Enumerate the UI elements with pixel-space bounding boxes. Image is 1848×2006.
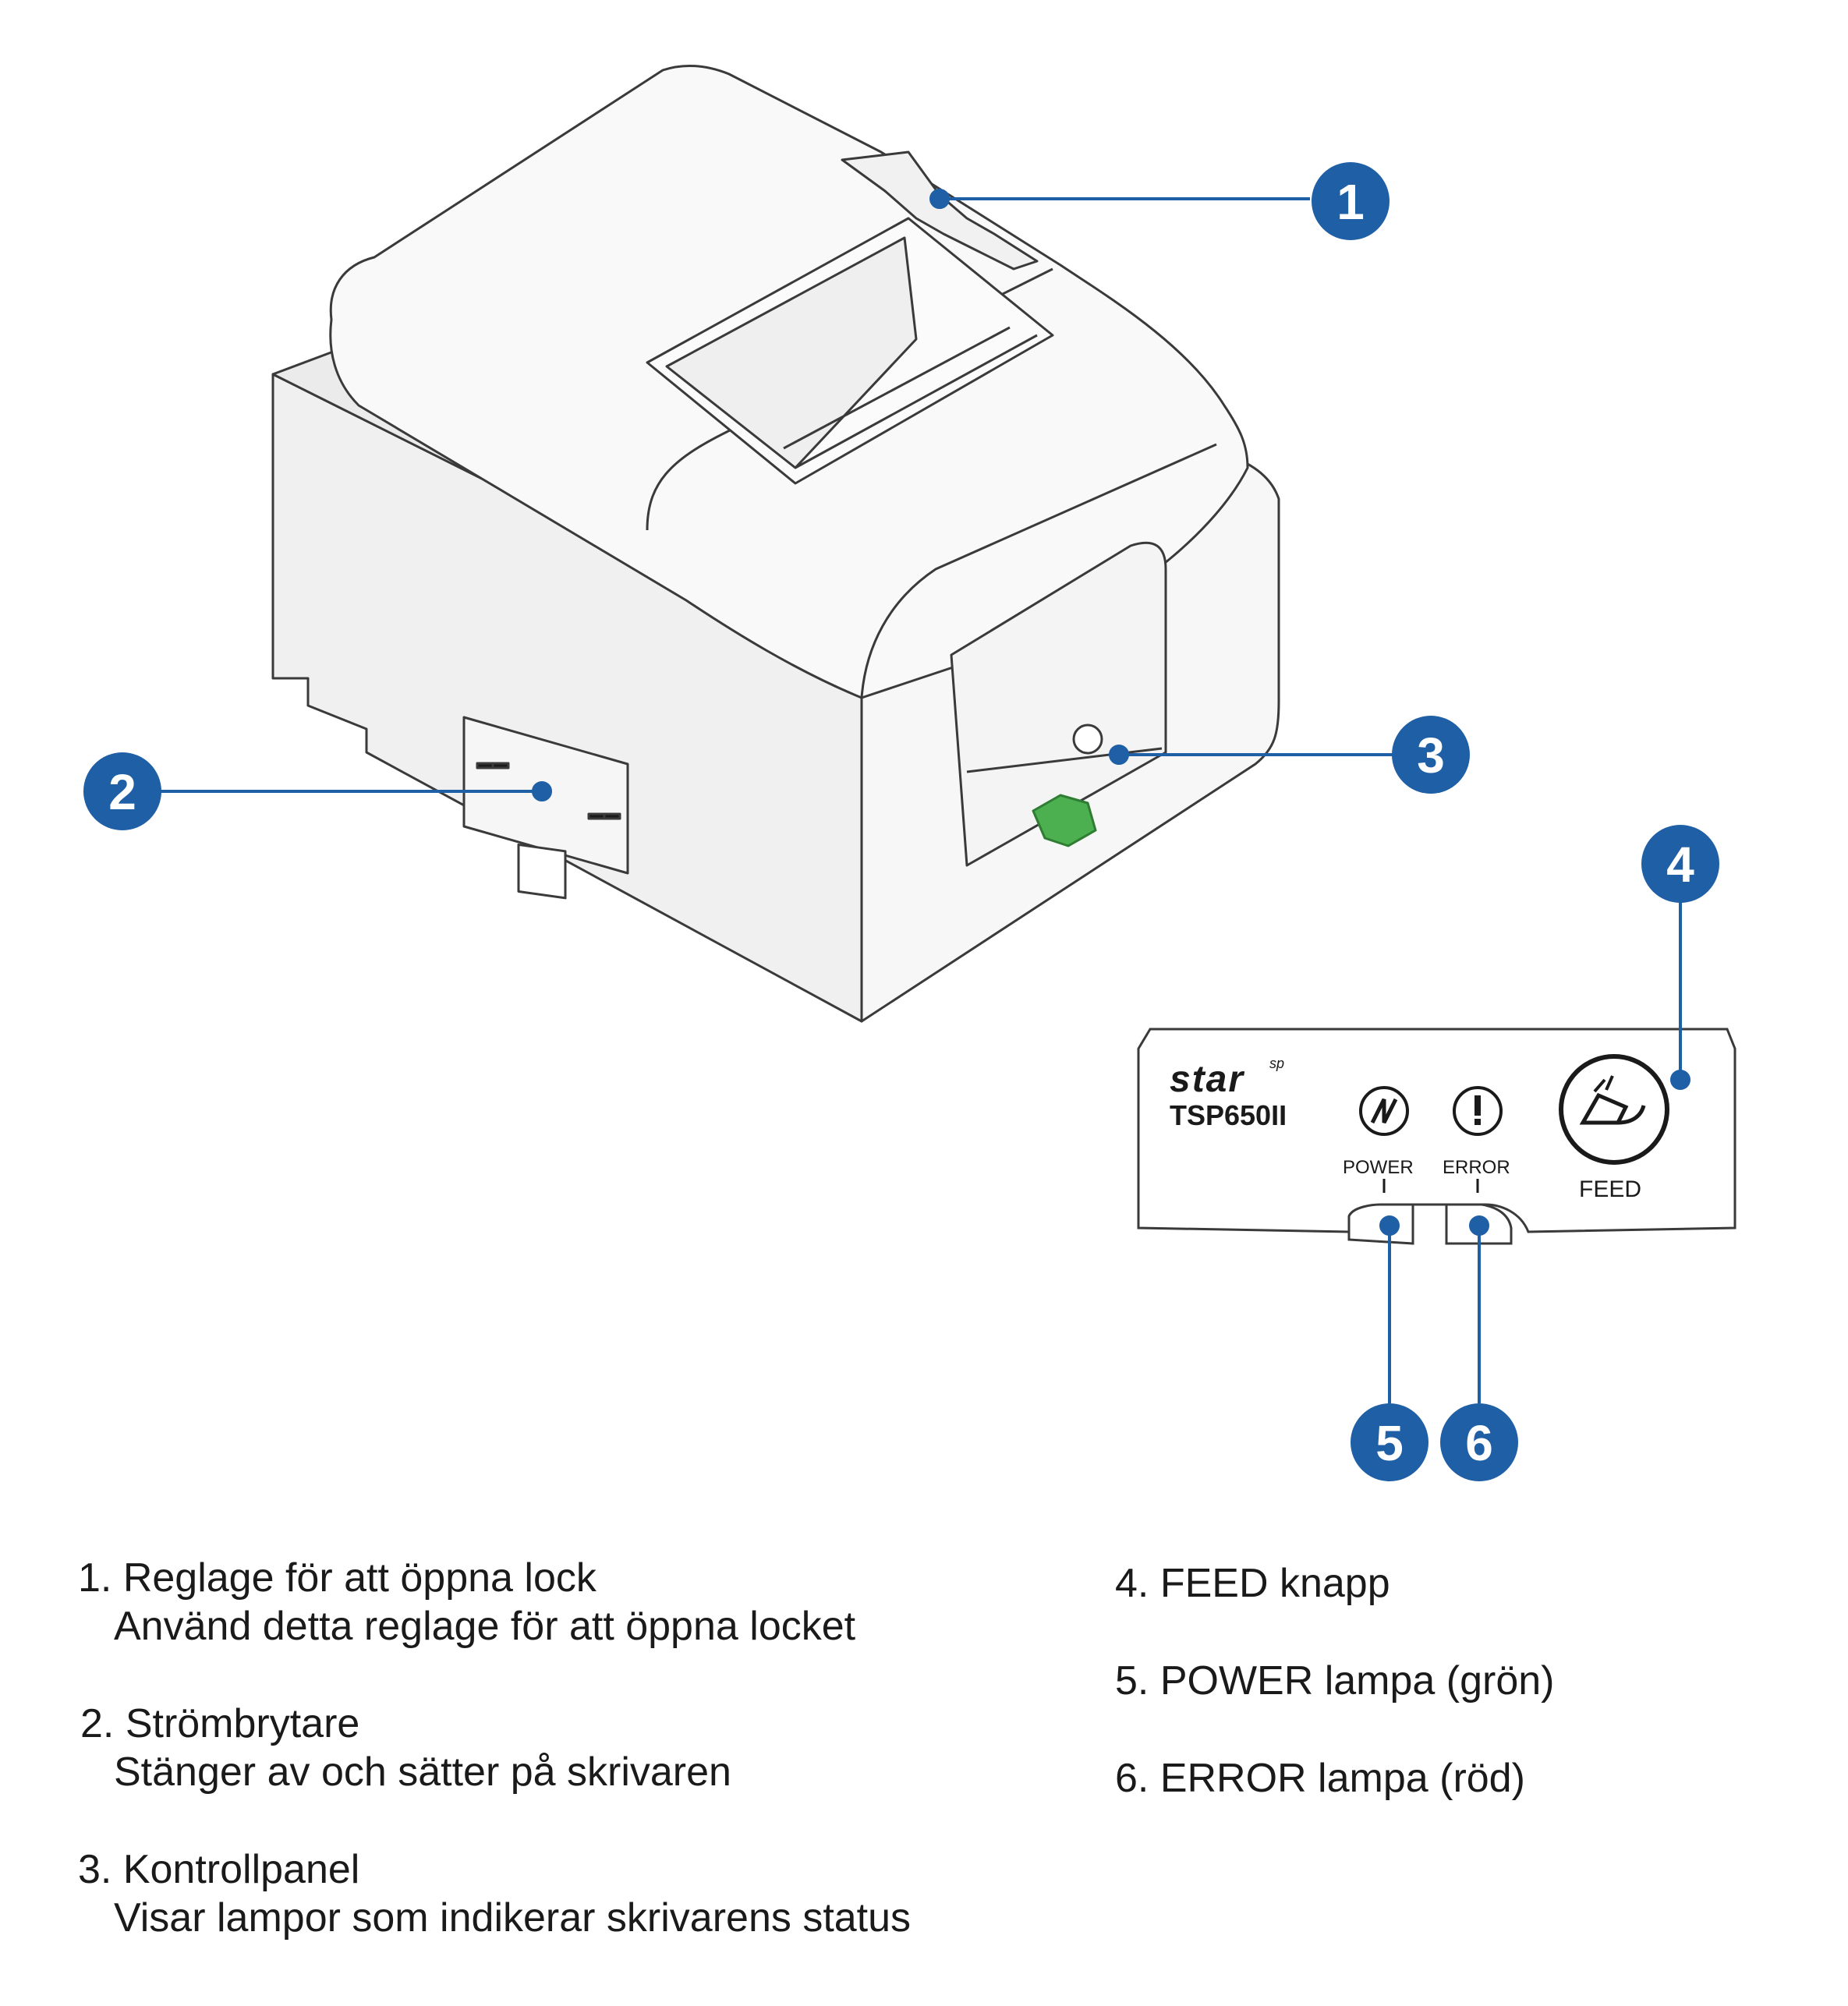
callout-6: 6 bbox=[1440, 1403, 1518, 1481]
legend-item-1-desc: Använd detta reglage för att öppna locke… bbox=[114, 1604, 856, 1649]
legend-item-6: 6. ERROR lampa (röd) bbox=[1115, 1754, 1525, 1803]
svg-text:▬▬: ▬▬ bbox=[477, 755, 508, 772]
svg-text:4: 4 bbox=[1666, 837, 1694, 893]
svg-text:1: 1 bbox=[1336, 174, 1365, 230]
callout-3: 3 bbox=[1392, 716, 1470, 794]
svg-text:▬▬: ▬▬ bbox=[589, 805, 620, 823]
legend-item-4: 4. FEED knapp bbox=[1115, 1559, 1390, 1608]
power-icon bbox=[1359, 1086, 1409, 1136]
legend-item-5: 5. POWER lampa (grön) bbox=[1115, 1657, 1555, 1705]
svg-text:5: 5 bbox=[1375, 1415, 1404, 1471]
brand-logo: star bbox=[1170, 1059, 1244, 1100]
callout-5: 5 bbox=[1351, 1403, 1428, 1481]
legend-item-2: 2. Strömbrytare Stänger av och sätter på… bbox=[80, 1700, 731, 1796]
callouts bbox=[160, 189, 1690, 1403]
error-label: ERROR bbox=[1443, 1157, 1510, 1178]
legend-item-3-desc: Visar lampor som indikerar skrivarens st… bbox=[114, 1895, 912, 1941]
svg-text:6: 6 bbox=[1465, 1415, 1493, 1471]
callout-2: 2 bbox=[83, 752, 161, 830]
power-label: POWER bbox=[1343, 1157, 1414, 1178]
callout-1: 1 bbox=[1312, 162, 1390, 240]
svg-text:2: 2 bbox=[108, 764, 136, 820]
legend-item-3-title: 3. Kontrollpanel bbox=[78, 1847, 360, 1892]
control-panel-closeup: star sp TSP650II POWER ERROR FEED bbox=[1137, 1028, 1736, 1245]
power-switch-rocker bbox=[517, 843, 567, 900]
power-led-green bbox=[1032, 794, 1097, 847]
model-name: TSP650II bbox=[1170, 1099, 1287, 1131]
legend-item-2-desc: Stänger av och sätter på skrivaren bbox=[114, 1750, 731, 1795]
error-icon bbox=[1453, 1086, 1503, 1136]
cover-open-lever bbox=[841, 150, 1039, 271]
front-panel-recess bbox=[950, 541, 1167, 867]
legend-item-1-title: 1. Reglage för att öppna lock bbox=[78, 1555, 597, 1601]
legend-item-1: 1. Reglage för att öppna lock Använd det… bbox=[78, 1554, 855, 1650]
feed-button-shape bbox=[1072, 724, 1103, 755]
brand-mark: sp bbox=[1269, 1056, 1284, 1071]
feed-label: FEED bbox=[1579, 1176, 1641, 1202]
legend-item-3: 3. Kontrollpanel Visar lampor som indike… bbox=[78, 1845, 911, 1942]
legend-item-6-title: 6. ERROR lampa (röd) bbox=[1115, 1756, 1525, 1801]
legend-item-2-title: 2. Strömbrytare bbox=[80, 1701, 360, 1746]
feed-icon bbox=[1559, 1054, 1669, 1165]
legend-item-4-title: 4. FEED knapp bbox=[1115, 1561, 1390, 1606]
printer-illustration: ▬▬ ▬▬ bbox=[271, 65, 1280, 1023]
callout-4: 4 bbox=[1641, 825, 1719, 903]
printer-diagram: ▬▬ ▬▬ star sp TSP650II POWER ERROR bbox=[83, 65, 1736, 1481]
svg-text:3: 3 bbox=[1417, 727, 1445, 784]
legend-item-5-title: 5. POWER lampa (grön) bbox=[1115, 1658, 1555, 1704]
